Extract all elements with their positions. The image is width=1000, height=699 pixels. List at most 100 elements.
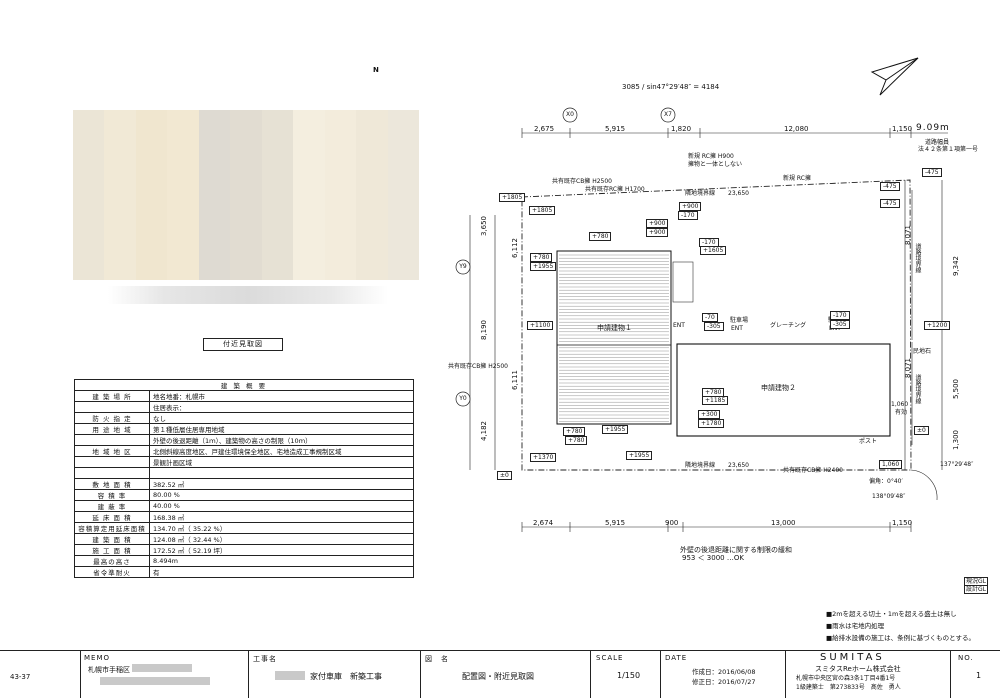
summary-label: 容 積 率 <box>74 488 150 501</box>
project-value: 家付車庫 新築工事 <box>310 672 382 681</box>
scale-value: 1/150 <box>617 671 641 680</box>
drawing-header: 図 名 <box>425 655 449 663</box>
summary-value: 外壁の後退距離（1ｍ）、建築物の高さの制限（10ｍ） <box>149 434 414 446</box>
level-tag: +1955 <box>530 262 557 271</box>
level-tag: +1805 <box>529 206 556 215</box>
label-boundary-bottom: 隣地境界線 <box>685 462 716 469</box>
summary-value: 景観計画区域 <box>149 456 414 468</box>
level-1060: 1,060 <box>891 401 909 408</box>
label-road-boundary-1: 道路境界線 <box>914 243 921 273</box>
summary-label: 容積算定用延床面積 <box>74 521 150 534</box>
label-boundary-bottom-len: 23,650 <box>728 462 749 469</box>
building-1 <box>556 250 672 425</box>
summary-label: 建 築 面 積 <box>74 532 150 545</box>
memo-value: 札幌市手稲区 <box>88 664 192 675</box>
setback-note: 外壁の後退距離に関する制限の緩和 <box>680 546 792 554</box>
note-3: ■給排水設備の施工は、条例に基づくものとする。 <box>826 634 975 642</box>
dim-bottom-3: 900 <box>665 519 679 527</box>
label-existing-rc-h1700: 共有既存RC擁 H1700 <box>585 186 645 193</box>
summary-label: 地 域 地 区 <box>74 445 150 457</box>
dim-top-4: 12,080 <box>784 125 809 133</box>
setback-value: 953 ＜ 3000 …OK <box>682 554 744 562</box>
road-note-1: 道路幅員 <box>925 139 950 146</box>
label-road-boundary-2: 道路境界線 <box>914 374 921 404</box>
label-integrated: 擁物と一体としない <box>688 161 743 168</box>
dim-right-1: 9,342 <box>952 255 961 277</box>
label-ent-1: ENT <box>673 322 685 329</box>
label-parking-1: 駐車場 <box>730 317 749 324</box>
grid-y9: Y9 <box>459 263 467 270</box>
level-tag: +900 <box>679 202 702 211</box>
dim-bottom-4: 13,000 <box>771 519 796 527</box>
level-tag: +900 <box>646 219 669 228</box>
summary-label: 建 築 場 所 <box>74 390 150 402</box>
summary-label <box>74 467 150 479</box>
level-tag: +1605 <box>700 246 727 255</box>
label-building-1: 申請建物１ <box>597 324 632 332</box>
number-value: 1 <box>976 671 982 680</box>
label-existing-cb-h2500: 共有既存CB擁 H2500 <box>552 178 612 185</box>
summary-value: 有 <box>149 565 414 578</box>
label-boundary-stone: 民地石 <box>913 348 932 355</box>
label-bikes: 有効 <box>895 409 908 416</box>
level-tag: +780 <box>565 436 588 445</box>
grid-x7: X7 <box>664 111 672 118</box>
dim-right-2: 5,500 <box>952 378 961 400</box>
north-arrow-right <box>870 57 919 96</box>
dim-inner-right-1: 8,071 <box>904 224 913 246</box>
grid-x0: X0 <box>566 111 574 118</box>
dimension-ticks <box>521 128 912 532</box>
building-summary-table: 建 築 概 要 建 築 場 所地名地番：札幌市住居表示：防 火 指 定なし用 途… <box>74 379 414 578</box>
dim-right-3: 1,300 <box>952 429 961 451</box>
company-name: スミタスReホーム株式会社 <box>815 665 901 673</box>
number-header: NO. <box>958 654 974 662</box>
page-code: 43-37 <box>10 673 31 681</box>
summary-label: 建 蔽 率 <box>74 499 150 512</box>
project-redact <box>275 671 305 680</box>
summary-row: 住居表示： <box>74 401 414 413</box>
level-tag: +1780 <box>698 419 725 428</box>
label-boundary-top-len: 23,650 <box>728 190 749 197</box>
summary-row: 景観計画区域 <box>74 456 414 468</box>
summary-value <box>149 467 414 479</box>
date-header: DATE <box>665 654 688 662</box>
note-1: ■2mを超える切土・1mを超える盛土は無し <box>826 610 957 618</box>
label-angle2: 138°09′48″ <box>872 493 906 500</box>
level-tag: +780 <box>589 232 612 241</box>
summary-row: 防 火 指 定なし <box>74 412 414 424</box>
label-building-2: 申請建物２ <box>761 384 796 392</box>
date-revised: 修正日：2016/07/27 <box>692 678 756 686</box>
summary-value: 40.00 % <box>149 499 414 512</box>
level-tag: ±0 <box>914 426 929 435</box>
corner-arc <box>910 469 938 501</box>
dim-inner-right-2: 8,071 <box>904 357 913 379</box>
level-tag: +780 <box>530 253 553 262</box>
dim-bottom-5: 1,150 <box>892 519 913 527</box>
summary-value: 168.38 ㎡ <box>149 510 414 523</box>
map-caption: 付近見取図 <box>203 338 283 351</box>
level-tag: ±0 <box>497 471 512 480</box>
summary-row: 省令準耐火有 <box>74 565 414 578</box>
summary-value: なし <box>149 412 414 424</box>
summary-value: 北側斜線高度地区、戸建住環境保全地区、宅地造成工事規制区域 <box>149 445 414 457</box>
level-tag: -305 <box>830 320 850 329</box>
level-tag: -475 <box>880 199 900 208</box>
title-block <box>0 650 1000 699</box>
dim-bottom-2: 5,915 <box>605 519 626 527</box>
label-existing-cb-left: 共有既存CB擁 H2500 <box>448 363 508 370</box>
label-corner-angle: 137°29′48″ <box>940 461 974 468</box>
level-tag: +900 <box>646 228 669 237</box>
level-tag: +1370 <box>530 453 557 462</box>
project-header: 工事名 <box>253 655 277 663</box>
road-note-2: 法４２条第１項第一号 <box>918 146 979 153</box>
building-1-hatch <box>559 254 669 422</box>
map-blur-strip <box>108 286 388 304</box>
grid-y0: Y0 <box>459 395 467 402</box>
company-address: 札幌市中央区宮の森3条1丁目4番1号 <box>796 675 896 682</box>
summary-label: 敷 地 面 積 <box>74 477 150 490</box>
summary-value: 172.52 ㎡（ 52.19 坪） <box>149 543 414 556</box>
